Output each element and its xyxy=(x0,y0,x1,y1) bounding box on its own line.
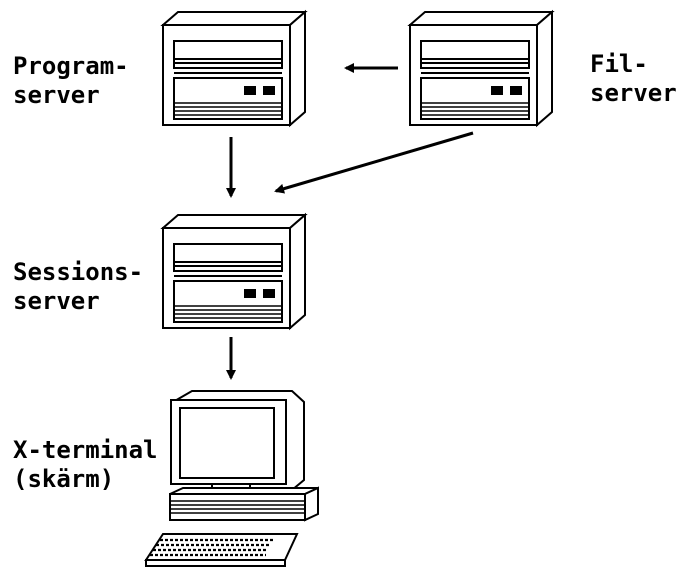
x-terminal-label-line2: (skärm) xyxy=(13,465,115,493)
session-server-icon xyxy=(162,214,306,329)
file-server-icon xyxy=(409,11,553,126)
program-server-label-line2: server xyxy=(13,81,100,109)
file-server-label-line2: server xyxy=(590,79,677,107)
session-server-label-line1: Sessions- xyxy=(13,258,144,286)
session-server-label: Sessions- server xyxy=(13,258,143,316)
program-server-label: Program- server xyxy=(13,52,129,110)
program-server-icon xyxy=(162,11,306,126)
x-terminal-label-line1: X-terminal xyxy=(13,436,158,464)
arrow-file-to-session xyxy=(274,131,474,194)
x-terminal-label: X-terminal (skärm) xyxy=(13,436,158,494)
program-server-label-line1: Program- xyxy=(13,52,129,80)
file-server-label: Fil- server xyxy=(590,50,677,108)
x-terminal-icon xyxy=(144,390,319,567)
session-server-label-line2: server xyxy=(13,287,100,315)
file-server-label-line1: Fil- xyxy=(590,50,648,78)
